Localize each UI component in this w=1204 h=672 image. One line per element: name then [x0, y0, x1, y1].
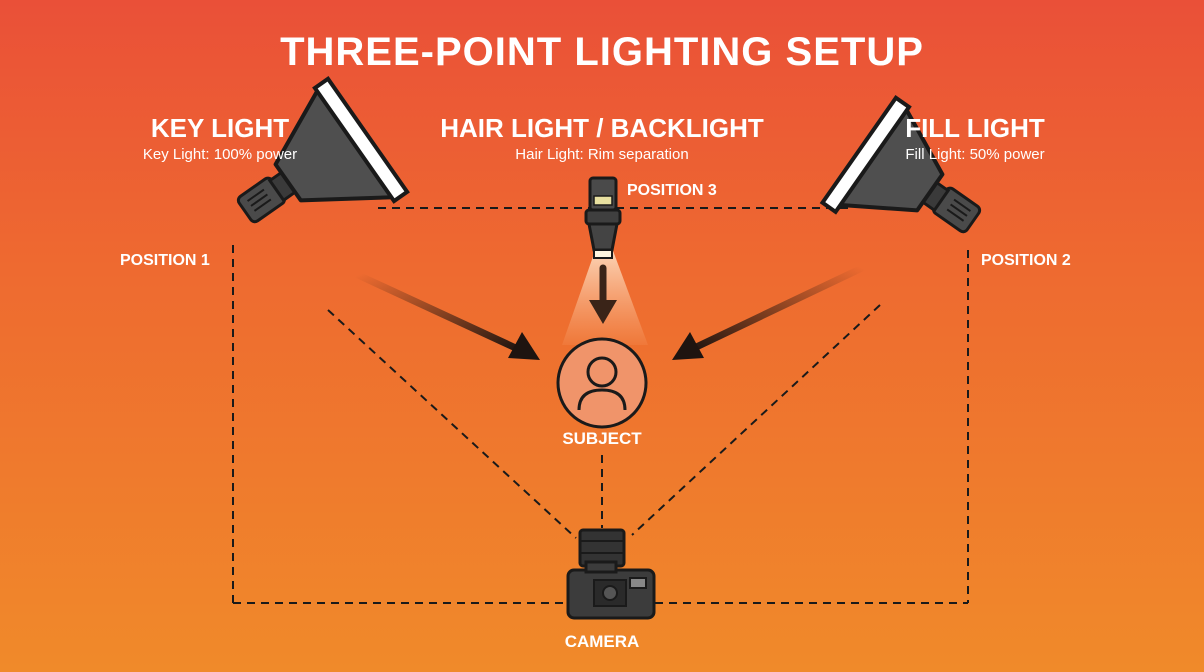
- line-fill-to-camera: [631, 304, 881, 536]
- connection-lines: [232, 207, 969, 604]
- fill-light-subtitle: Fill Light: 50% power: [905, 146, 1045, 163]
- position-3-label: POSITION 3: [627, 182, 717, 199]
- key-light-beam-arrow: [354, 271, 540, 360]
- spotlight-icon: [584, 176, 622, 259]
- key-light-heading: KEY LIGHT Key Light: 100% power: [143, 113, 297, 163]
- fill-light-title: FILL LIGHT: [905, 113, 1045, 143]
- key-light-subtitle: Key Light: 100% power: [142, 146, 298, 163]
- fill-light-heading: FILL LIGHT Fill Light: 50% power: [905, 113, 1045, 163]
- line-key-to-camera: [327, 309, 577, 539]
- softbox-light-icon: [819, 95, 982, 234]
- position-1-label: POSITION 1: [120, 252, 210, 269]
- hair-light-arrow: [589, 264, 617, 324]
- hair-light-title: HAIR LIGHT / BACKLIGHT: [440, 113, 764, 143]
- key-light-title: KEY LIGHT: [150, 113, 290, 143]
- fill-light-beam-arrow: [672, 264, 866, 360]
- position-2-label: POSITION 2: [981, 252, 1071, 269]
- page-title: THREE-POINT LIGHTING SETUP: [280, 30, 924, 74]
- hair-light-subtitle: Hair Light: Rim separation: [515, 146, 689, 163]
- dslr-camera-icon: [566, 528, 656, 620]
- hair-light-heading: HAIR LIGHT / BACKLIGHT Hair Light: Rim s…: [440, 113, 764, 163]
- camera-label: CAMERA: [564, 632, 640, 651]
- person-icon: [556, 337, 648, 429]
- softbox-light-icon: [236, 76, 410, 224]
- subject-label: SUBJECT: [562, 429, 642, 448]
